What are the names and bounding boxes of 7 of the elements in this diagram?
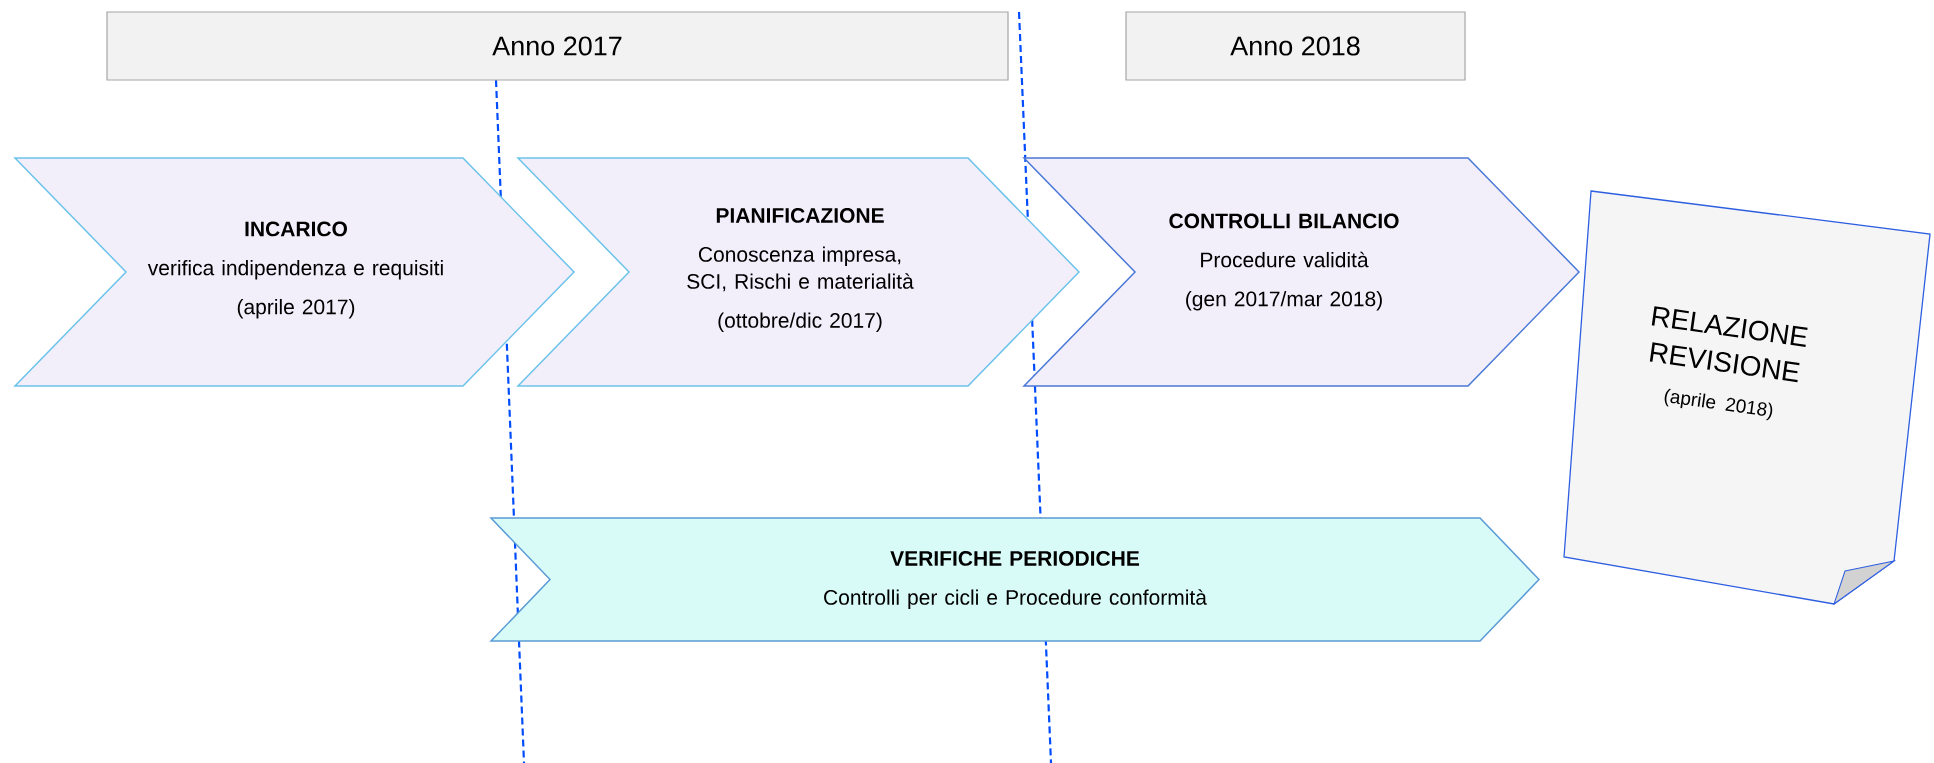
year-box: Anno 2018 bbox=[1125, 11, 1466, 81]
chevron-box: INCARICO verifica indipendenza e requisiti (aprile 2017) bbox=[13, 157, 576, 387]
chevron-box: VERIFICHE PERIODICHE Controlli per cicli e Procedure conformità bbox=[489, 517, 1541, 642]
document-page: RELAZIONE REVISIONE (aprile 2018) bbox=[1563, 190, 1931, 605]
chevron-box: CONTROLLI BILANCIO Procedure validità (gen 2017/mar 2018) bbox=[1022, 157, 1581, 387]
year-box: Anno 2017 bbox=[106, 11, 1009, 81]
chevron-box: PIANIFICAZIONE Conoscenza impresa, SCI, Rischi e materialità (ottobre/dic 2017) bbox=[516, 157, 1081, 387]
